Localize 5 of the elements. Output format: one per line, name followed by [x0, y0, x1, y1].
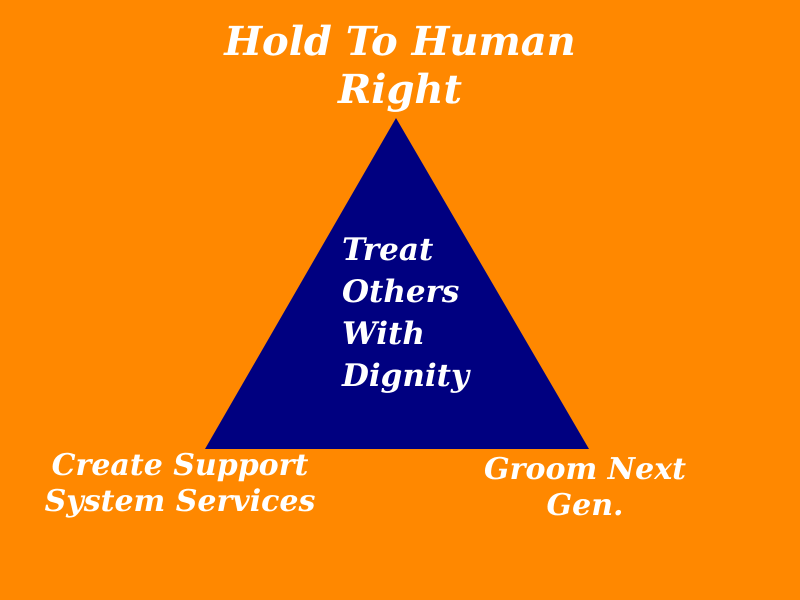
corner-label: Create Support System Services: [44, 448, 316, 520]
heading-text: Hold To Human Right: [222, 18, 577, 114]
triangle-shape: [205, 118, 589, 449]
triangle-text: Treat Others With Dignity: [342, 231, 472, 396]
corner-label: Groom Next Gen.: [483, 452, 687, 524]
